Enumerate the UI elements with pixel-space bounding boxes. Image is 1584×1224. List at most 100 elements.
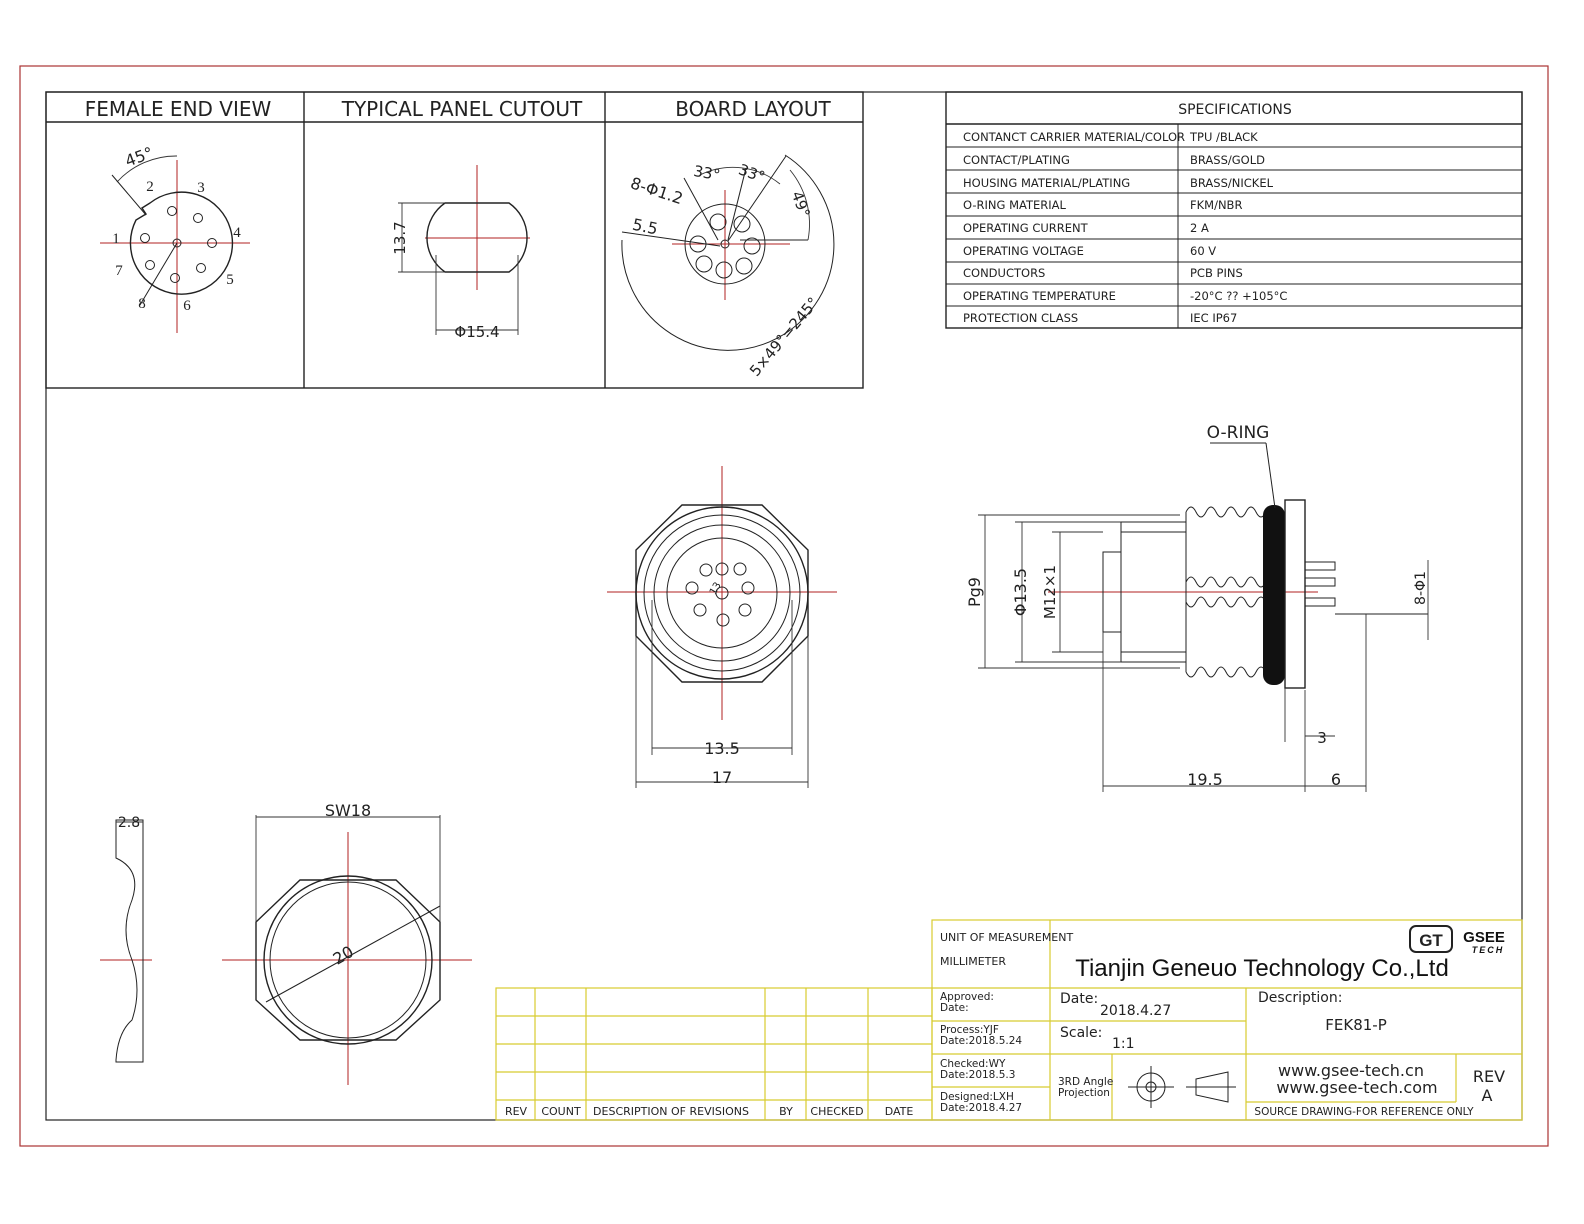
rev-header-checked: CHECKED [810, 1105, 863, 1118]
unit-label: UNIT OF MEASUREMENT [940, 931, 1073, 944]
website-com: www.gsee-tech.com [1276, 1078, 1437, 1097]
spec-key: O-RING MATERIAL [963, 198, 1067, 212]
process-label: Process:YJF [940, 1024, 999, 1036]
rev-header-count: COUNT [541, 1105, 581, 1118]
third-angle-projection-symbol [1128, 1066, 1236, 1108]
pin-length-dim: 6 [1331, 770, 1341, 789]
spec-key: CONTACT/PLATING [963, 153, 1070, 167]
side-view: O-RING Pg9 Φ13.5 M12×1 8-Φ1 19.5 6 3 [965, 423, 1429, 792]
projection-label-1: 3RD Angle [1058, 1076, 1113, 1088]
description-label: Description: [1258, 990, 1342, 1006]
approved-label: Approved: [940, 991, 994, 1003]
panel-cutout-title: TYPICAL PANEL CUTOUT [341, 97, 583, 121]
company-name: Tianjin Geneuo Technology Co.,Ltd [1075, 955, 1449, 982]
unit-value: MILLIMETER [940, 955, 1006, 968]
hole-spec-label: 8-Φ1.2 [628, 173, 685, 208]
board-offset-dim: 5.5 [631, 215, 660, 239]
scale-label: Scale: [1060, 1025, 1102, 1041]
board-layout-view: 8-Φ1.2 33° 33° 49° 5.5 5×49°=245° [621, 154, 835, 380]
pin-label-6: 6 [183, 298, 191, 314]
body-length-dim: 19.5 [1187, 770, 1223, 789]
spec-key: CONDUCTORS [963, 266, 1045, 280]
date-label: Date: [1060, 991, 1098, 1007]
pin-label-2: 2 [146, 179, 154, 195]
nut-front-view: 20 SW18 [222, 801, 472, 1085]
female-angle-label: 45° [123, 143, 156, 171]
projection-label-2: Projection [1058, 1087, 1110, 1099]
spec-key: OPERATING VOLTAGE [963, 244, 1084, 258]
designed-date: Date:2018.4.27 [940, 1102, 1022, 1114]
spec-key: HOUSING MATERIAL/PLATING [963, 176, 1130, 190]
o-ring-label: O-RING [1207, 423, 1270, 443]
approved-date: Date: [940, 1002, 969, 1014]
spec-key: PROTECTION CLASS [963, 311, 1078, 325]
pin-label-1: 1 [112, 231, 120, 247]
spec-value: -20°C ?? +105°C [1190, 289, 1287, 303]
nut-side-view: 2.8 [100, 815, 152, 1063]
specifications-table: SPECIFICATIONS CONTANCT CARRIER MATERIAL… [945, 91, 1523, 329]
cutout-height-dim: 13.7 [391, 221, 409, 254]
female-end-view-title: FEMALE END VIEW [85, 97, 272, 121]
rev-header-description: DESCRIPTION OF REVISIONS [593, 1105, 749, 1118]
spec-value: PCB PINS [1190, 266, 1243, 280]
logo-mark: GT [1419, 931, 1443, 950]
o-ring-shape [1263, 505, 1285, 685]
pg-dim: Pg9 [965, 577, 984, 607]
rev-header-by: BY [779, 1105, 793, 1118]
sheet-border [19, 65, 1549, 1147]
rev-value: A [1482, 1086, 1493, 1105]
description-value: FEK81-P [1325, 1016, 1387, 1034]
date-value: 2018.4.27 [1100, 1003, 1171, 1019]
front-center-label: 13 [708, 580, 724, 597]
company-logo: GT GSEE TECH [1409, 925, 1505, 955]
pin-label-5: 5 [226, 272, 234, 288]
board-layout-title: BOARD LAYOUT [675, 97, 831, 121]
board-total-angle: 5×49°=245° [746, 294, 822, 380]
pin-label-3: 3 [197, 180, 205, 196]
rev-label: REV [1473, 1067, 1505, 1086]
spec-value: FKM/NBR [1190, 198, 1242, 212]
checked-date: Date:2018.5.3 [940, 1069, 1015, 1081]
pin-dim: 8-Φ1 [1413, 571, 1429, 605]
top-views-panel: FEMALE END VIEW TYPICAL PANEL CUTOUT BOA… [45, 91, 864, 389]
pin-label-8: 8 [138, 296, 146, 312]
spec-key: CONTANCT CARRIER MATERIAL/COLOR [963, 130, 1185, 144]
thread-dim: M12×1 [1041, 565, 1059, 619]
pin-label-4: 4 [233, 225, 241, 241]
spec-value: 60 V [1190, 244, 1216, 258]
front-outer-dim: 17 [712, 768, 732, 787]
spec-key: OPERATING TEMPERATURE [963, 289, 1116, 303]
front-view: 13 13.5 17 [607, 466, 837, 788]
side-diameter-dim: Φ13.5 [1011, 568, 1030, 616]
spec-value: BRASS/GOLD [1190, 153, 1265, 167]
cutout-diameter-dim: Φ15.4 [454, 323, 499, 341]
female-end-view: 45° 1 2 3 4 5 6 7 8 [100, 143, 250, 333]
checked-label: Checked:WY [940, 1058, 1006, 1070]
designed-label: Designed:LXH [940, 1091, 1014, 1103]
specs-title: SPECIFICATIONS [1178, 102, 1292, 118]
board-angle-3: 49° [788, 189, 814, 220]
front-inner-dim: 13.5 [704, 739, 740, 758]
board-angle-1: 33° [692, 162, 721, 184]
spec-value: TPU /BLACK [1189, 130, 1258, 144]
spec-value: IEC IP67 [1190, 311, 1237, 325]
flange-dim: 3 [1317, 729, 1327, 747]
process-date: Date:2018.5.24 [940, 1035, 1022, 1047]
scale-value: 1:1 [1112, 1036, 1135, 1052]
revision-table: REV COUNT DESCRIPTION OF REVISIONS BY CH… [495, 987, 933, 1121]
source-note: SOURCE DRAWING-FOR REFERENCE ONLY [1254, 1106, 1474, 1118]
logo-text-top: GSEE [1463, 929, 1505, 946]
spec-value: 2 A [1190, 221, 1209, 235]
logo-text-bottom: TECH [1472, 945, 1505, 955]
nut-sw-dim: SW18 [325, 801, 371, 820]
website-cn: www.gsee-tech.cn [1278, 1061, 1424, 1080]
rev-header-date: DATE [885, 1105, 914, 1118]
spec-value: BRASS/NICKEL [1190, 176, 1274, 190]
nut-thickness-dim: 2.8 [118, 815, 140, 831]
panel-cutout-view: 13.7 Φ15.4 [391, 165, 530, 341]
board-angle-2: 33° [736, 160, 767, 186]
spec-key: OPERATING CURRENT [963, 221, 1089, 235]
rev-header-rev: REV [505, 1105, 528, 1118]
title-block: UNIT OF MEASUREMENT MILLIMETER Tianjin G… [931, 919, 1523, 1121]
